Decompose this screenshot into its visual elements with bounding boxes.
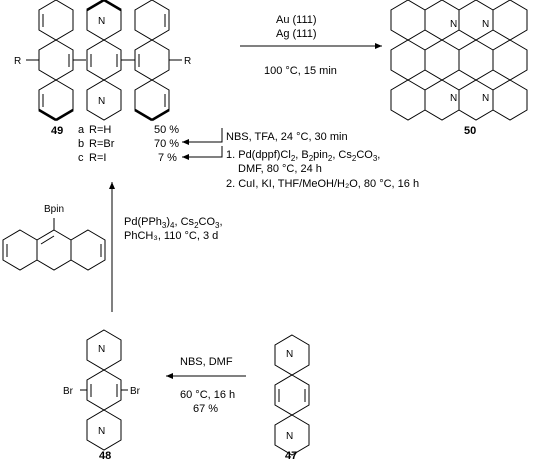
cui-step: 2. CuI, KI, THF/MeOH/H₂O, 80 °C, 16 h: [226, 178, 419, 190]
surface-conditions: 100 °C, 15 min: [264, 65, 337, 77]
variant-a-letter: a: [78, 124, 85, 136]
compound-49-label: 49: [51, 125, 63, 137]
suzuki-line2: PhCH₃, 110 °C, 3 d: [124, 230, 218, 242]
surface-ag: Ag (111): [276, 28, 317, 40]
variant-c-letter: c: [78, 152, 84, 164]
arrow-to-variant-b: [182, 128, 223, 145]
n-atom-1: N: [98, 16, 105, 27]
compound-50-label: 50: [464, 125, 476, 137]
variant-a-yield: 50 %: [154, 124, 179, 136]
variant-a-substituent: R=H: [89, 124, 111, 136]
compound-47-label: 47: [285, 450, 297, 462]
r-right-label: R: [184, 56, 191, 67]
compound-49-structure: R R N N: [14, 0, 191, 122]
variant-c-yield: 7 %: [158, 152, 177, 164]
arrow-to-variant-c: [182, 146, 223, 160]
bromination-reagent: NBS, DMF: [180, 356, 233, 368]
variant-c-substituent: R=I: [89, 152, 106, 164]
suzuki-line1: Pd(PPh3)4, Cs2CO3,: [124, 216, 223, 230]
compound-47-structure: N N: [274, 334, 310, 456]
bpin-label: Bpin: [44, 204, 64, 215]
n-atom-8: N: [98, 426, 105, 437]
compound-48-structure: N N Br Br: [63, 329, 141, 451]
n-atom-3: N: [450, 19, 457, 30]
n-atom-7: N: [98, 344, 105, 355]
left-anthracene: [26, 0, 86, 122]
br-left-label: Br: [63, 386, 74, 397]
r-left-label: R: [14, 56, 21, 67]
n-atom-9: N: [286, 349, 293, 360]
variant-b-substituent: R=Br: [89, 138, 115, 150]
n-atom-10: N: [286, 431, 293, 442]
variant-b-yield: 70 %: [154, 138, 179, 150]
n-atom-6: N: [482, 93, 489, 104]
n-atom-4: N: [482, 19, 489, 30]
compound-48-label: 48: [99, 450, 111, 462]
nbs-tfa-conditions: NBS, TFA, 24 °C, 30 min: [226, 131, 348, 143]
variant-b-letter: b: [78, 138, 84, 150]
br-right-label: Br: [130, 386, 141, 397]
anthracene-bpin-structure: Bpin: [2, 204, 106, 271]
pd-step-line1: 1. Pd(dppf)Cl2, B2pin2, Cs2CO3,: [226, 149, 380, 163]
central-core: [86, 0, 122, 121]
variant-list: a R=H 50 % b R=Br 70 % c R=I 7 %: [78, 124, 179, 164]
bromination-yield: 67 %: [193, 403, 218, 415]
surface-au: Au (111): [276, 14, 317, 26]
bromination-conditions: 60 °C, 16 h: [180, 389, 235, 401]
pd-step-line2: DMF, 80 °C, 24 h: [238, 163, 322, 175]
n-atom-5: N: [450, 93, 457, 104]
compound-50-structure: N N N N: [390, 0, 528, 121]
right-anthracene: [121, 0, 182, 122]
n-atom-2: N: [98, 96, 105, 107]
